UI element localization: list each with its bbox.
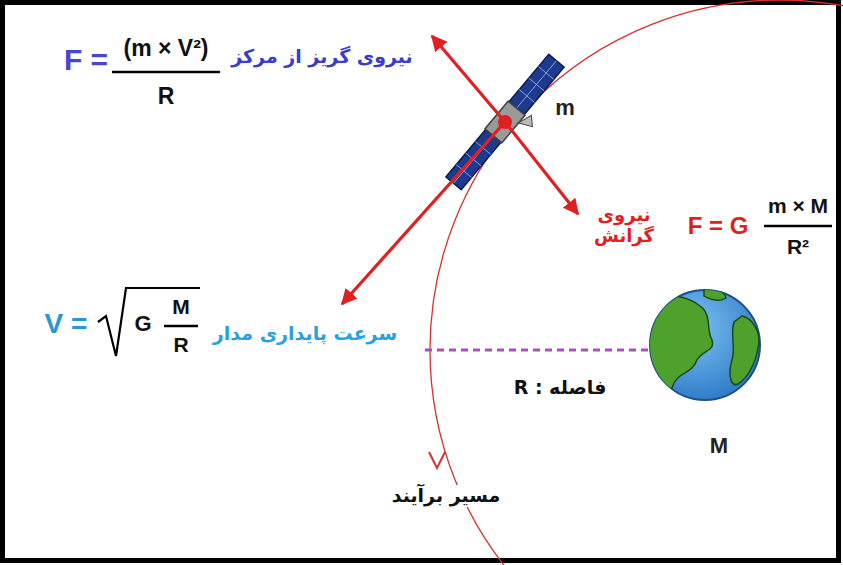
frame [3, 3, 839, 561]
distance-label: فاصله : R [512, 377, 609, 399]
force-label: نیروی گرانش [591, 205, 657, 246]
formula-text: R² [785, 235, 811, 259]
formula-text: m × M [766, 194, 830, 218]
earth [645, 288, 760, 400]
path-label: مسیر برآیند [390, 485, 503, 507]
formula-text: M [170, 295, 192, 319]
force-label: نیروی گریز از مرکز [229, 46, 415, 68]
fraction-bar [764, 225, 832, 228]
orbit-path [430, 0, 843, 565]
fraction-bar [164, 325, 198, 328]
force-arrows [342, 36, 578, 304]
formula-text: R [156, 83, 177, 109]
formula-text: F = [62, 43, 110, 78]
formula-text: G [132, 311, 153, 336]
formula-text: F = G [686, 212, 751, 240]
speed-label: سرعت پایداری مدار [211, 323, 399, 345]
mass-label: m [553, 95, 577, 120]
fraction-bar [112, 71, 220, 74]
formula-text: R [171, 333, 190, 357]
orbit-arrow [429, 452, 445, 468]
satellite-dot [498, 115, 512, 129]
mass-label: M [708, 433, 730, 458]
formula-text: (m × V²) [122, 35, 211, 61]
formula-text: V = [43, 308, 90, 340]
